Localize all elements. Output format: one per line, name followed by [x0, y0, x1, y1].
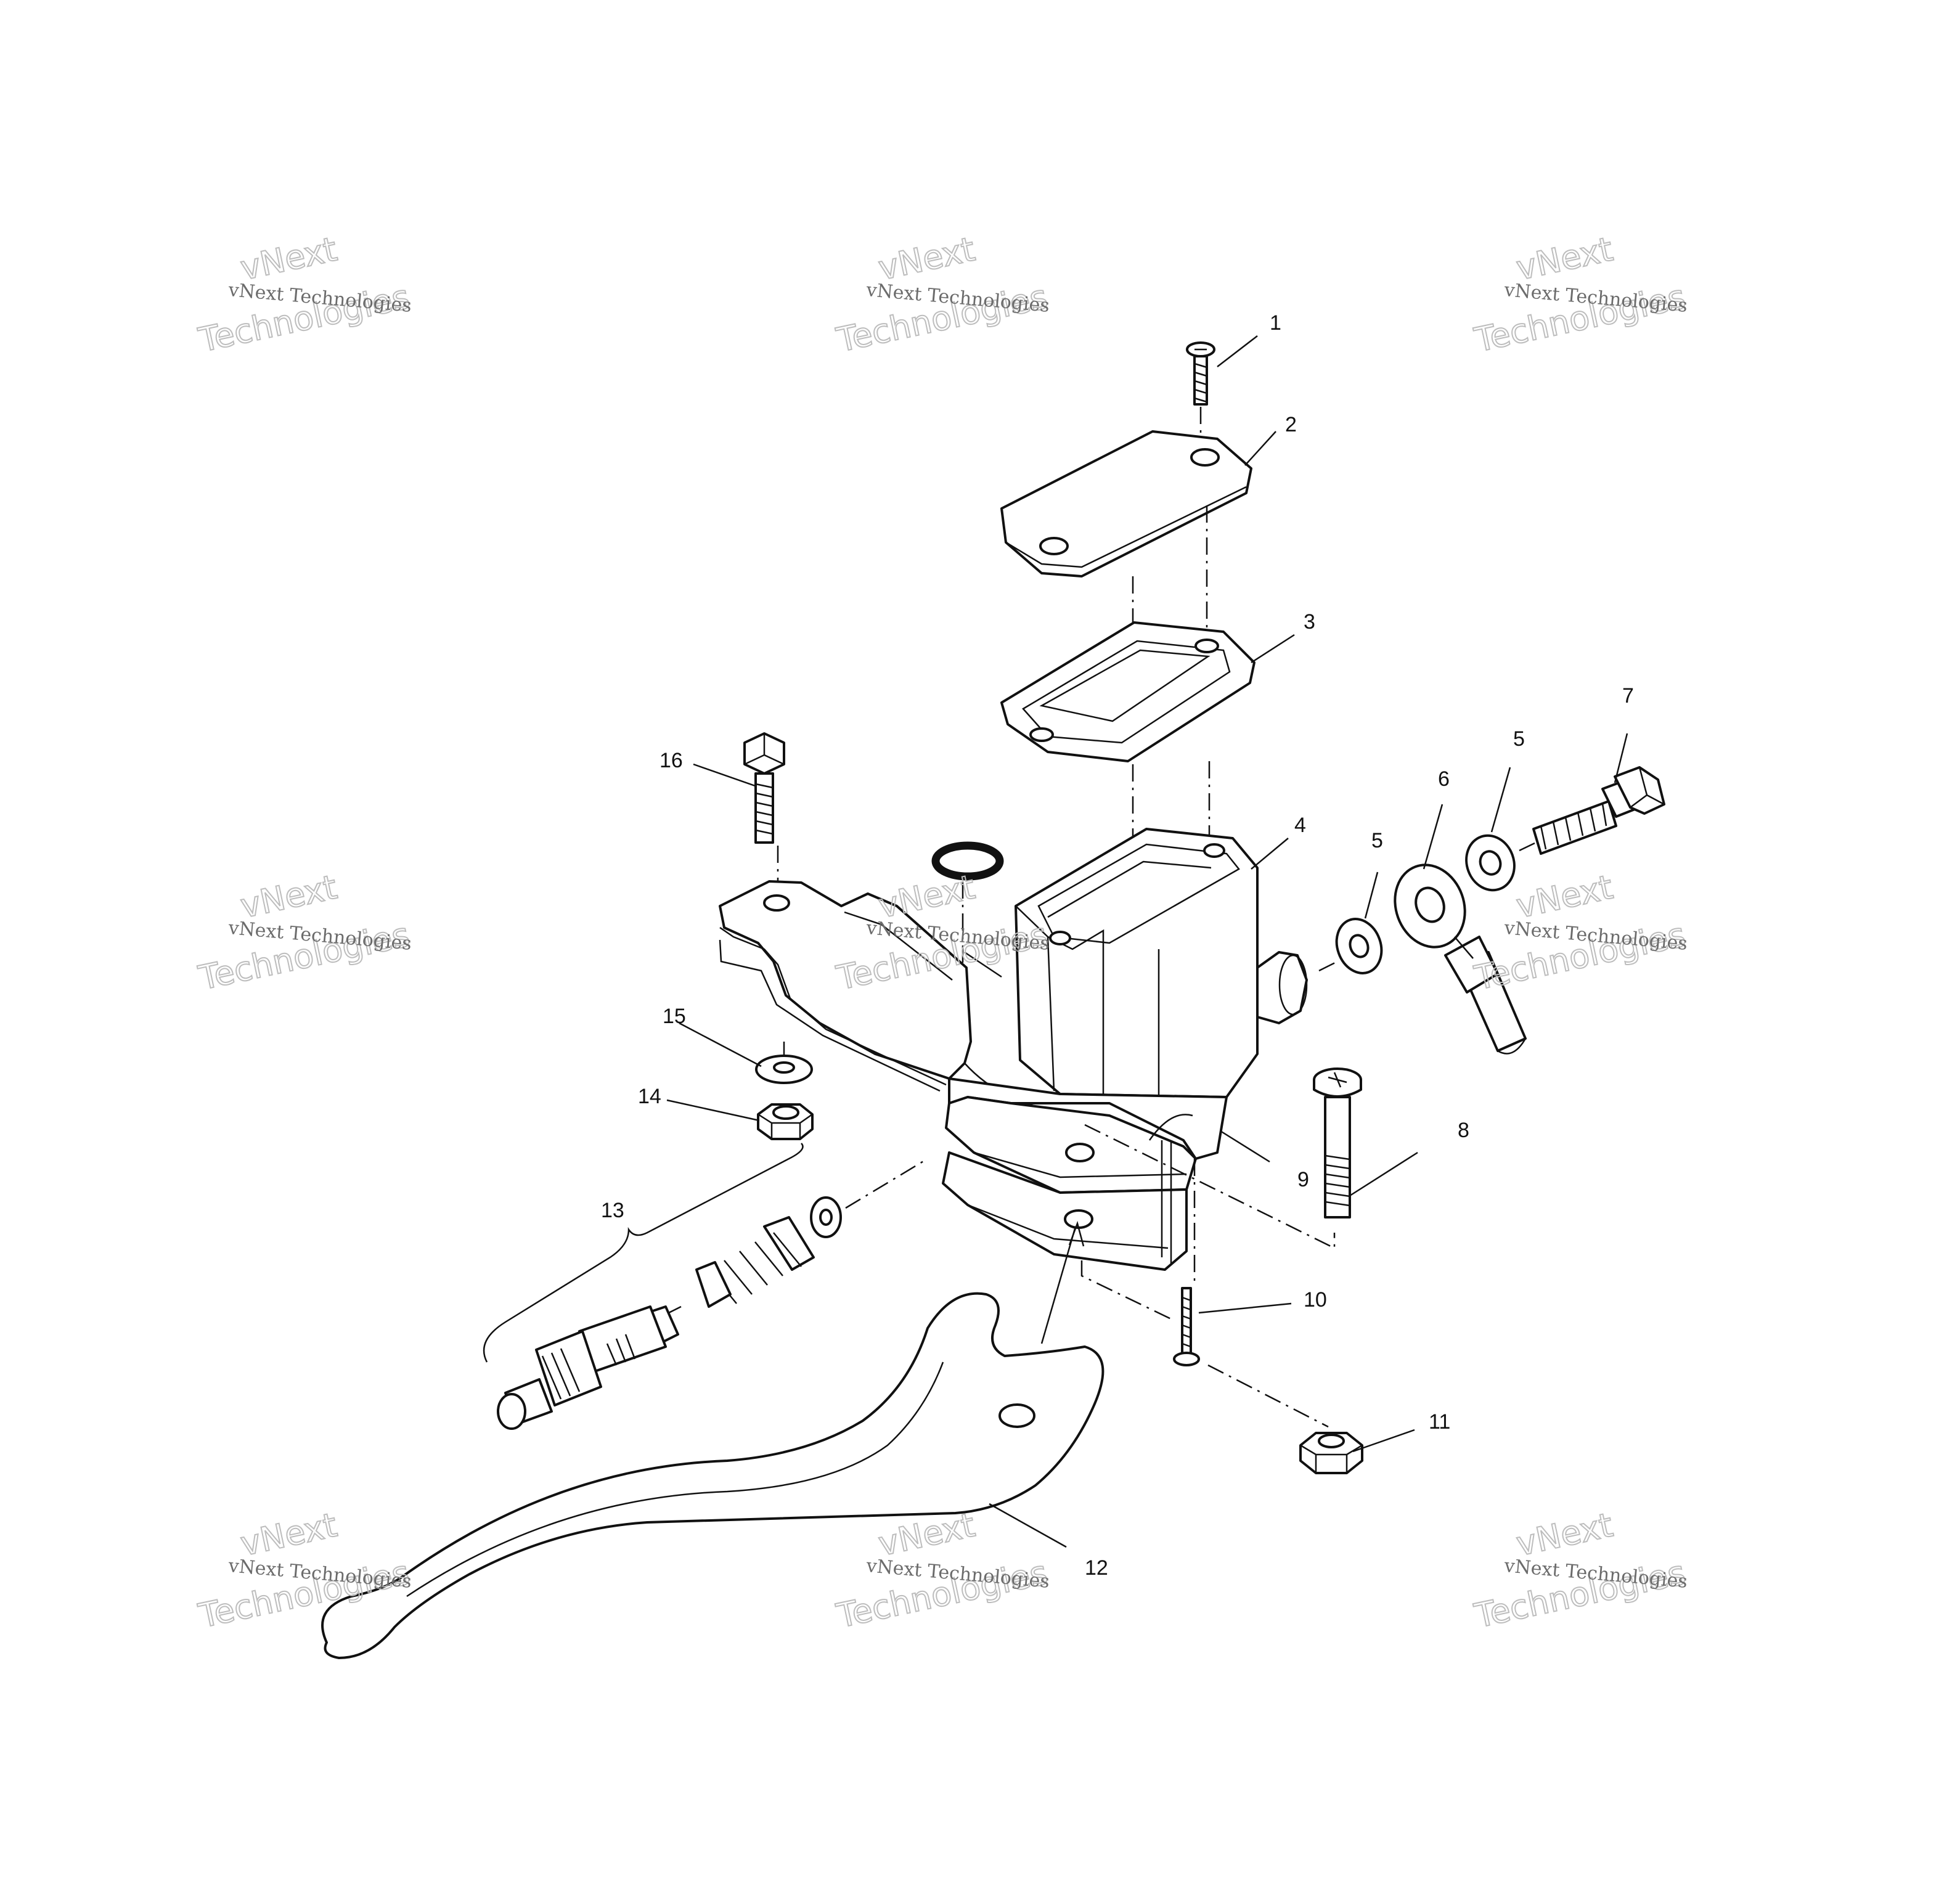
part-13-piston-assembly: [497, 1196, 842, 1430]
watermark: vNext Technologies vNext Technologies: [1471, 1504, 1689, 1636]
part-12-lever: [321, 1292, 1105, 1659]
part-7-banjo-bolt: [1532, 766, 1665, 855]
callout-15: 15: [663, 1005, 686, 1028]
callout-14: 14: [638, 1085, 661, 1108]
callout-11: 11: [1429, 1410, 1450, 1434]
callout-4: 4: [1294, 814, 1306, 837]
part-11-nut: [1299, 1432, 1363, 1474]
callout-6: 6: [1438, 767, 1450, 791]
part-4-reservoir: [1015, 828, 1259, 1098]
arrow-12: [1068, 1220, 1085, 1247]
svg-text:vNext: vNext: [1513, 867, 1616, 925]
callout-3: 3: [1304, 610, 1315, 634]
callout-7: 7: [1622, 684, 1634, 708]
callout-1: 1: [1270, 311, 1281, 335]
part-1-screw: [1186, 341, 1215, 406]
bracket-13: [483, 1143, 804, 1363]
part-10-screw: [1173, 1287, 1200, 1366]
svg-text:vNext: vNext: [1513, 229, 1616, 287]
axis-line-10b: [1080, 1260, 1172, 1320]
leader-lines: [666, 335, 1628, 1548]
watermark: vNext Technologies vNext Technologies: [195, 867, 414, 998]
svg-text:vNext: vNext: [1513, 1505, 1616, 1563]
part-2-cover: [1000, 430, 1252, 578]
watermark: vNext Technologies vNext Technologies: [833, 229, 1051, 360]
callout-5-right: 5: [1513, 727, 1525, 751]
axis-line-5r: [1519, 842, 1535, 852]
axis-line-11: [1207, 1364, 1329, 1428]
svg-text:vNext: vNext: [875, 229, 978, 287]
axis-line-13: [845, 1157, 928, 1209]
part-6-banjo-fitting: [1394, 863, 1527, 1055]
svg-text:vNext: vNext: [237, 1505, 340, 1563]
callout-9: 9: [1297, 1168, 1309, 1191]
callout-8: 8: [1458, 1119, 1469, 1142]
axis-line-8: [1084, 1124, 1336, 1250]
part-3-gasket: [1000, 621, 1256, 762]
part-15-washer: [755, 1055, 813, 1084]
callout-2: 2: [1285, 413, 1297, 436]
svg-text:vNext: vNext: [237, 229, 340, 287]
callout-16: 16: [659, 749, 683, 772]
part-14-nut: [757, 1103, 814, 1140]
part-5-washer-right: [1465, 834, 1516, 892]
watermark: vNext Technologies vNext Technologies: [195, 229, 414, 360]
axis-line-6: [1318, 960, 1338, 972]
callout-labels: 1 2 3 4 5 6 5 7 8 9 10 11 12 13 14 15 16: [601, 311, 1634, 1580]
part-16-hex-bolt: [743, 732, 785, 844]
callout-5-left: 5: [1371, 829, 1383, 852]
watermark: vNext Technologies vNext Technologies: [1471, 229, 1689, 360]
part-clamp-body: [719, 880, 1036, 1108]
callout-10: 10: [1304, 1288, 1327, 1312]
svg-text:vNext: vNext: [237, 867, 340, 925]
callout-12: 12: [1085, 1556, 1108, 1580]
watermark: vNext Technologies vNext Technologies: [833, 1504, 1051, 1636]
part-master-cylinder-body: [942, 951, 1308, 1271]
o-ring: [931, 841, 1004, 881]
part-5-washer-left: [1335, 918, 1383, 974]
callout-13: 13: [601, 1199, 624, 1222]
axis-line-12: [1040, 1226, 1077, 1344]
part-8-pivot-screw: [1313, 1067, 1362, 1218]
